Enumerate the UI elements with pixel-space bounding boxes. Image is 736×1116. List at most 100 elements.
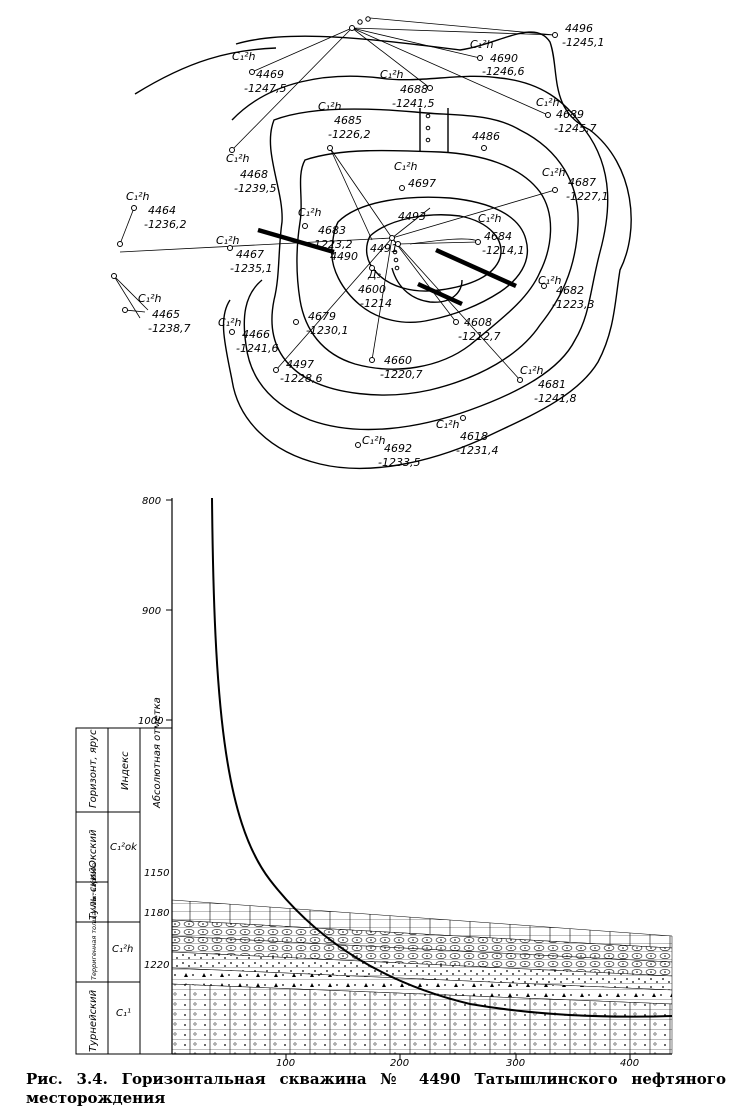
well-4681-elev: -1241,8 <box>534 392 576 405</box>
x-tick-label: 400 <box>620 1058 639 1066</box>
well-4660-id: 4660 <box>384 354 412 367</box>
well-4467-elev: -1235,1 <box>230 262 272 275</box>
well-4697-id: 4697 <box>408 177 436 190</box>
strat-table-rows: Окский C₁²ok 1150 Туль-ский 1180 Терриге… <box>88 829 169 1052</box>
well-4491-id: 4491 <box>370 242 398 255</box>
well-markers <box>111 16 558 448</box>
well-4685-index: C₁²h <box>318 100 342 113</box>
well-4682-elev: -1223,3 <box>552 298 594 311</box>
strata <box>171 899 673 1055</box>
row-horizon-terrigenous: Терригенная толща ниж. карбона <box>90 863 98 980</box>
strat-table <box>75 727 173 1055</box>
well-4681-index: C₁²h <box>520 364 544 377</box>
well-4683-elev: -1223,2 <box>310 238 352 251</box>
strat-table-headers: Горизонт, ярус Индекс Абсолютная отметка <box>88 697 163 809</box>
contour-lines <box>134 31 632 470</box>
well-4608-id: 4608 <box>464 316 492 329</box>
row-elev-1180: 1180 <box>144 908 169 919</box>
fault-east <box>435 247 517 289</box>
well-4689-index: C₁²h <box>536 96 560 109</box>
well-4688-elev: -1241,5 <box>392 97 434 110</box>
well-4618-index: C₁²h <box>436 418 460 431</box>
well-4618-id: 4618 <box>460 430 488 443</box>
well-4684-id: 4684 <box>484 230 512 243</box>
well-4608-elev: -1212,7 <box>458 330 500 343</box>
fault-south <box>417 281 463 307</box>
well-4497-id: 4497 <box>286 358 314 371</box>
well-4689-id: 4689 <box>556 108 584 121</box>
contour-5 <box>331 196 528 323</box>
well-4685-id: 4685 <box>334 114 362 127</box>
well-4490-id: 4490 <box>330 250 358 263</box>
contour-west <box>419 108 449 152</box>
well-4697-index: C₁²h <box>394 160 418 173</box>
row-horizon-tournaisian: Турнейский <box>88 989 99 1052</box>
row-horizon-tulsky: Туль-ский <box>88 867 99 920</box>
well-4687-elev: -1227,1 <box>566 190 608 203</box>
structure-map: 4496 -1245,1 C₁²h 4690 -1246,6 C₁²h 4469… <box>111 16 632 470</box>
well-4683-index: C₁²h <box>298 206 322 219</box>
x-tick-label: 100 <box>276 1058 295 1066</box>
well-4496-id: 4496 <box>565 22 593 35</box>
well-rays <box>113 17 556 381</box>
well-4690-id: 4690 <box>490 52 518 65</box>
well-4679-elev: -1230,1 <box>306 324 348 337</box>
row-elev-1150: 1150 <box>144 868 169 879</box>
well-4685-elev: -1226,2 <box>328 128 370 141</box>
header-index: Индекс <box>120 751 131 790</box>
row-horizon-oksky: Окский <box>88 829 99 868</box>
well-4681-id: 4681 <box>538 378 566 391</box>
well-4690-index: C₁²h <box>470 38 494 51</box>
well-4688-index: C₁²h <box>380 68 404 81</box>
figure: 4496 -1245,1 C₁²h 4690 -1246,6 C₁²h 4469… <box>75 16 673 1066</box>
well-labels: 4496 -1245,1 C₁²h 4690 -1246,6 C₁²h 4469… <box>126 22 608 469</box>
row-index-bobrikov: C₁²h <box>112 944 133 955</box>
well-4689-elev: -1245,7 <box>554 122 596 135</box>
row-index-oksky: C₁²ok <box>110 842 138 853</box>
y-tick-label: 1000 <box>138 716 163 727</box>
contour-2b <box>231 75 609 431</box>
well-4684-elev: -1214,1 <box>482 244 524 257</box>
well-4493-id: 4493 <box>398 210 426 223</box>
well-4468-id: 4468 <box>240 168 268 181</box>
header-elevation: Абсолютная отметка <box>151 697 163 809</box>
well-trajectory <box>211 497 673 1018</box>
fault-west <box>257 227 335 255</box>
contour-outer <box>222 31 632 470</box>
figure-caption: Рис. 3.4. Горизонтальная скважина № 4490… <box>26 1070 726 1107</box>
well-4687-index: C₁²h <box>542 166 566 179</box>
well-4465-id: 4465 <box>152 308 180 321</box>
contour-7 <box>391 267 463 303</box>
y-ticks: 800 900 1000 <box>138 496 172 727</box>
y-tick-label: 800 <box>142 496 161 507</box>
well-4688-id: 4688 <box>400 83 428 96</box>
well-4687-id: 4687 <box>568 176 596 189</box>
x-ticks: 100 200 300 400 <box>276 1054 639 1066</box>
well-4469-index: C₁²h <box>232 50 256 63</box>
well-4682-index: C₁²h <box>538 274 562 287</box>
faults <box>257 227 517 307</box>
contour-6 <box>365 214 502 292</box>
well-4692-elev: -1233,5 <box>378 456 420 469</box>
well-4464-id: 4464 <box>148 204 176 217</box>
well-4600-index: Д₃ <box>367 268 382 281</box>
well-4618-elev: -1231,4 <box>456 444 498 457</box>
contour-4 <box>296 149 552 370</box>
well-4469-id: 4469 <box>256 68 284 81</box>
well-4692-index: C₁²h <box>362 434 386 447</box>
well-4467-index: C₁²h <box>216 234 240 247</box>
well-4466-id: 4466 <box>242 328 270 341</box>
well-4692-id: 4692 <box>384 442 412 455</box>
x-tick-label: 200 <box>390 1058 409 1066</box>
well-4600-id: 4600 <box>358 283 386 296</box>
well-4468-index: C₁²h <box>226 152 250 165</box>
well-4465-elev: -1238,7 <box>148 322 190 335</box>
well-4466-elev: -1241,6 <box>236 342 278 355</box>
well-4464-index: C₁²h <box>126 190 150 203</box>
well-4679-id: 4679 <box>308 310 336 323</box>
well-4660-elev: -1220,7 <box>380 368 422 381</box>
header-horizon: Горизонт, ярус <box>88 729 99 808</box>
well-4464-elev: -1236,2 <box>144 218 186 231</box>
contour-3 <box>269 108 579 396</box>
contour-2 <box>134 47 277 95</box>
